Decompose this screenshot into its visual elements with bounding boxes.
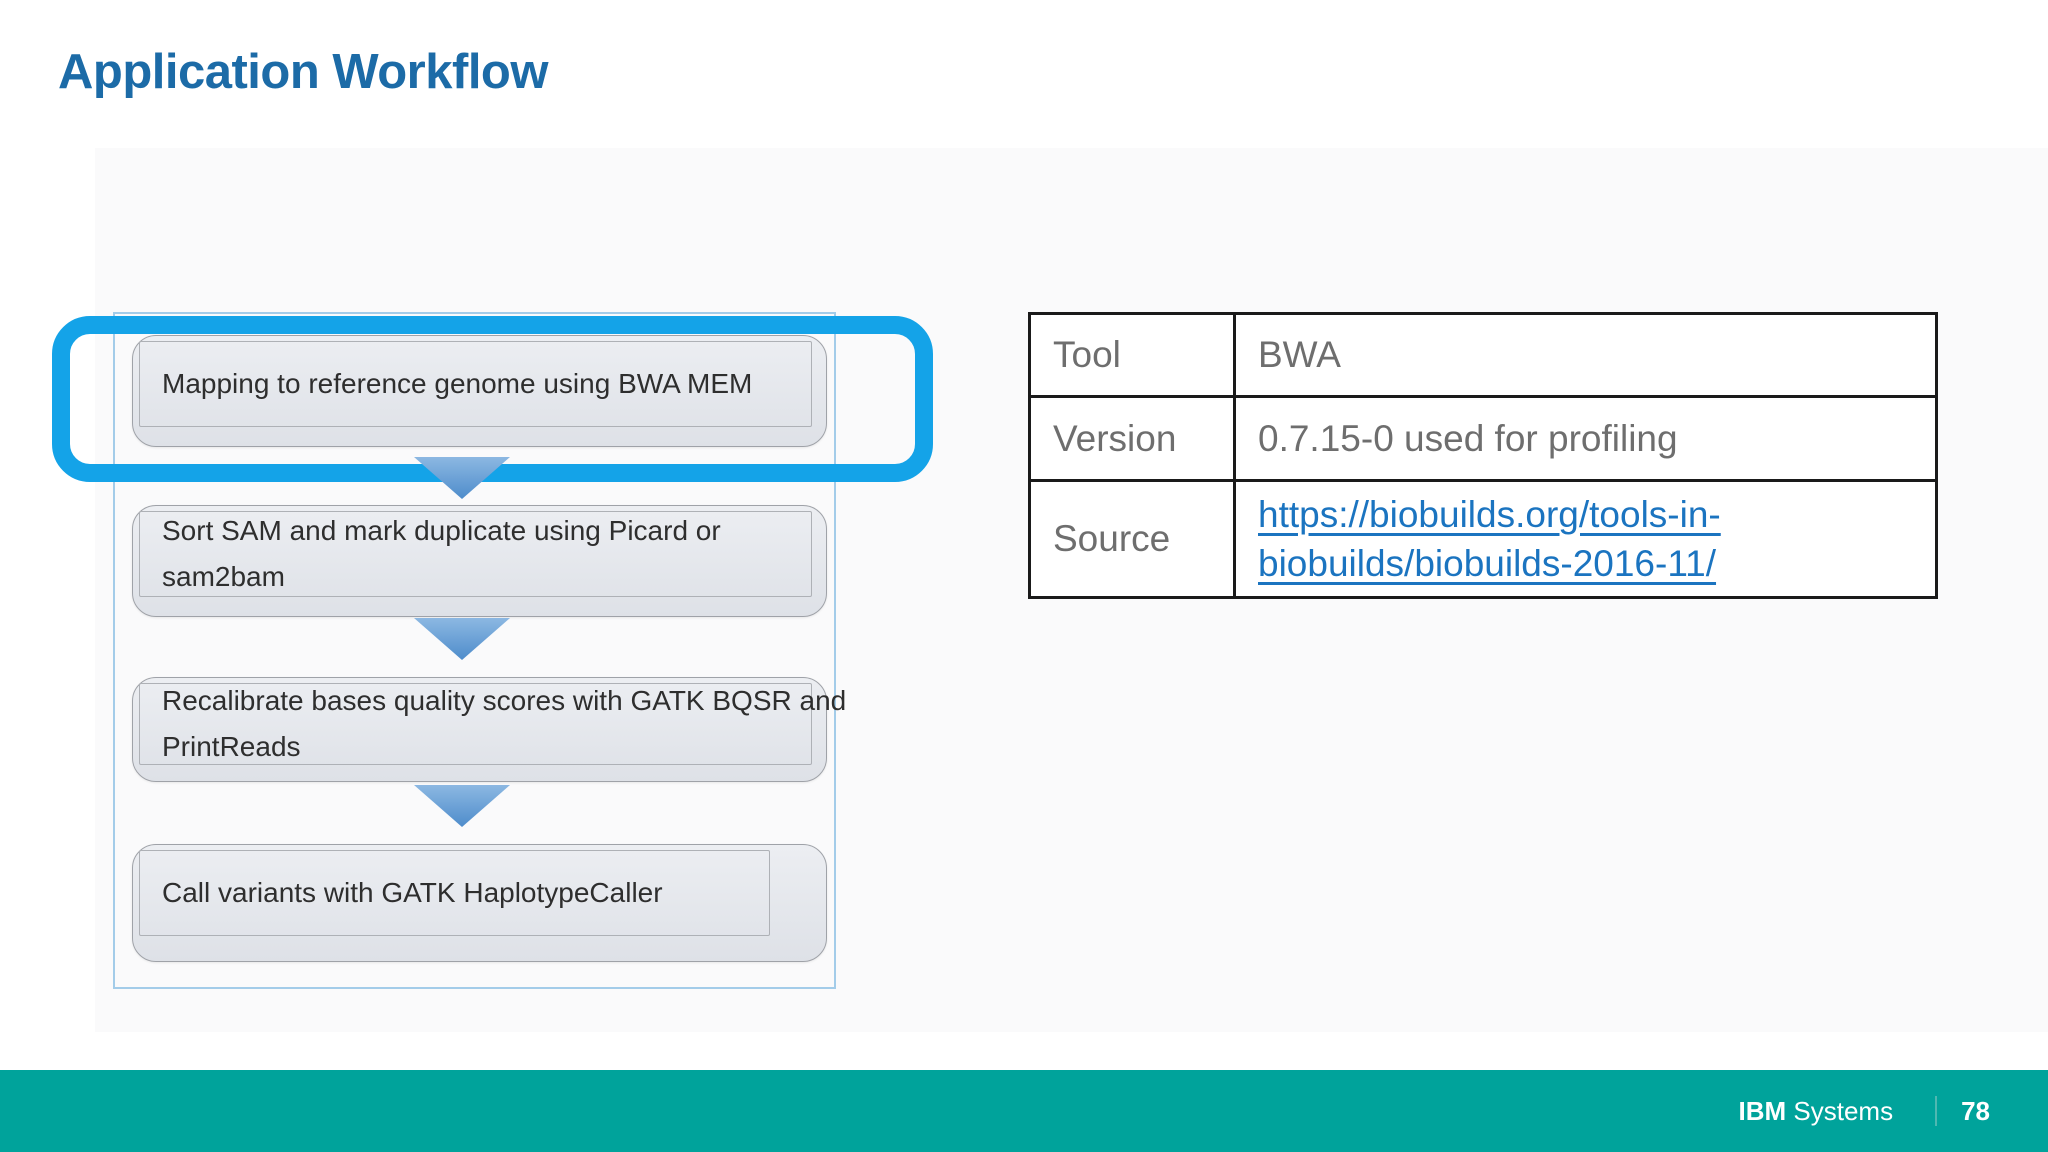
workflow-step-label: Call variants with GATK HaplotypeCaller [162,877,663,908]
arrow-down-icon [414,457,510,499]
arrow-down-icon [414,618,510,660]
workflow-step-label: Mapping to reference genome using BWA ME… [162,368,753,399]
biobuilds-link[interactable]: https://biobuilds.org/tools-in- biobuild… [1258,490,1721,588]
brand-systems: Systems [1793,1095,1894,1126]
biobuilds-link-line2: biobuilds/biobuilds-2016-11/ [1258,543,1717,584]
biobuilds-link-line1: https://biobuilds.org/tools-in- [1258,494,1721,535]
page-number: 78 [1961,1095,1990,1126]
workflow-step-text-frame: Sort SAM and mark duplicate using Picard… [139,511,812,597]
table-value-tool: BWA [1236,315,1935,398]
tool-spec-table: Tool BWA Version 0.7.15-0 used for profi… [1028,312,1938,599]
table-label-tool: Tool [1031,315,1236,398]
workflow-step-call-variants: Call variants with GATK HaplotypeCaller [132,844,827,962]
arrow-down-icon [414,785,510,827]
brand-ibm: IBM [1738,1095,1787,1126]
workflow-step-label-line2: sam2bam [162,561,285,592]
table-label-version: Version [1031,398,1236,482]
footer-bar: IBM Systems 78 [0,1070,2048,1152]
workflow-step-label-line1: Recalibrate bases quality scores with GA… [162,685,847,716]
workflow-step-label-line2: PrintReads [162,731,301,762]
workflow-step-sort-sam: Sort SAM and mark duplicate using Picard… [132,505,827,617]
table-value-source: https://biobuilds.org/tools-in- biobuild… [1236,482,1935,596]
workflow-diagram: Mapping to reference genome using BWA ME… [52,312,933,989]
workflow-step-label-line1: Sort SAM and mark duplicate using Picard… [162,515,721,546]
workflow-step-text-frame: Recalibrate bases quality scores with GA… [139,683,846,765]
workflow-step-text-frame: Call variants with GATK HaplotypeCaller [139,850,770,936]
table-label-source: Source [1031,482,1236,596]
page-title: Application Workflow [58,45,548,99]
workflow-step-mapping: Mapping to reference genome using BWA ME… [52,316,933,482]
brand-text: IBM Systems [1738,1096,1893,1127]
table-value-version: 0.7.15-0 used for profiling [1236,398,1935,482]
workflow-step-recalibrate: Recalibrate bases quality scores with GA… [132,677,846,782]
workflow-step-text-frame: Mapping to reference genome using BWA ME… [139,341,812,427]
footer-separator [1935,1096,1938,1126]
